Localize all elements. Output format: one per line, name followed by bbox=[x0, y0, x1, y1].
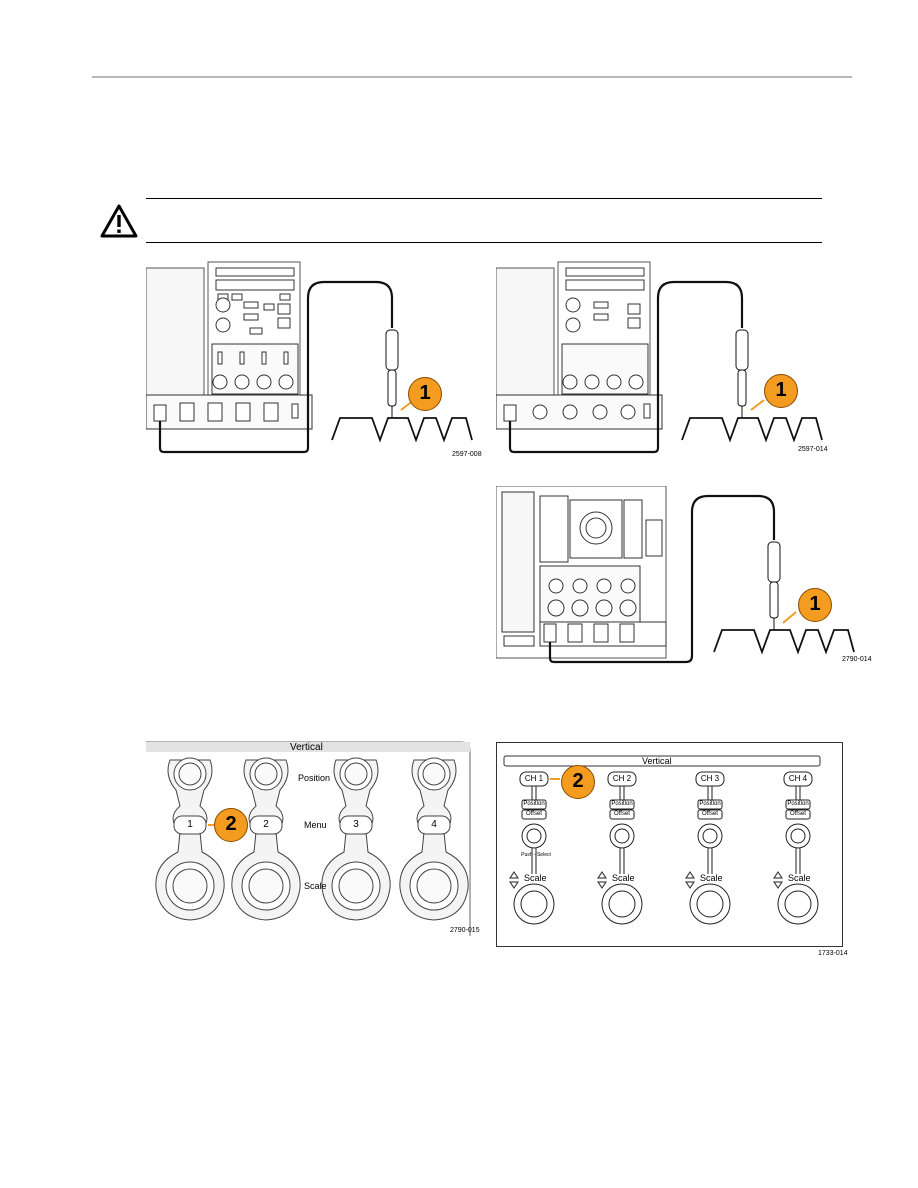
callout-2-left: 2 bbox=[214, 808, 248, 842]
callout-1-right: 1 bbox=[764, 374, 798, 408]
ch1-button[interactable]: CH 1 bbox=[524, 774, 544, 783]
channel-button-4[interactable]: 4 bbox=[431, 819, 437, 830]
vertical-title-left: Vertical bbox=[290, 742, 323, 753]
warning-top-rule bbox=[146, 198, 822, 199]
channel-button-1[interactable]: 1 bbox=[187, 819, 193, 830]
position-label-ch3: Position bbox=[699, 801, 721, 807]
channel-button-3[interactable]: 3 bbox=[353, 819, 359, 830]
warning-bottom-rule bbox=[146, 242, 822, 243]
vertical-title-right: Vertical bbox=[642, 756, 672, 766]
vertical-panel-left: Vertical Position Menu Scale 1 2 3 4 bbox=[146, 740, 472, 938]
offset-label-ch1: Offset bbox=[526, 811, 542, 817]
scale-label-left: Scale bbox=[304, 881, 327, 891]
position-label-ch1: Position bbox=[523, 801, 545, 807]
figure-code-right: 2597-014 bbox=[798, 446, 828, 453]
offset-label-ch3: Offset bbox=[702, 811, 718, 817]
figure-code-vertical-right: 1733-014 bbox=[818, 950, 848, 957]
callout-1-left: 1 bbox=[408, 377, 442, 411]
callout-1-mid: 1 bbox=[798, 588, 832, 622]
probe-connection-figure-right bbox=[496, 261, 823, 454]
menu-label-left: Menu bbox=[304, 820, 327, 830]
position-label-ch4: Position bbox=[787, 801, 809, 807]
warning-icon bbox=[100, 204, 138, 238]
offset-label-ch4: Offset bbox=[790, 811, 806, 817]
scale-label-ch4: Scale bbox=[788, 873, 811, 883]
header-rule bbox=[92, 76, 852, 78]
vertical-panel-right: Vertical CH 1 CH 2 CH 3 CH 4 Position Po… bbox=[496, 742, 844, 950]
callout-2-right: 2 bbox=[561, 765, 595, 799]
scale-label-ch3: Scale bbox=[700, 873, 723, 883]
channel-button-2[interactable]: 2 bbox=[263, 819, 269, 830]
ch2-button[interactable]: CH 2 bbox=[612, 774, 632, 783]
push-select-label: Push - Select bbox=[521, 852, 551, 858]
figure-code-mid: 2790-014 bbox=[842, 656, 872, 663]
position-label-left: Position bbox=[298, 773, 331, 783]
ch3-button[interactable]: CH 3 bbox=[700, 774, 720, 783]
probe-connection-figure-left bbox=[146, 258, 473, 454]
scale-label-ch1: Scale bbox=[524, 873, 547, 883]
probe-connection-figure-mid bbox=[496, 486, 855, 664]
scale-label-ch2: Scale bbox=[612, 873, 635, 883]
offset-label-ch2: Offset bbox=[614, 811, 630, 817]
figure-code-left: 2597-008 bbox=[452, 451, 482, 458]
ch4-button[interactable]: CH 4 bbox=[788, 774, 808, 783]
position-label-ch2: Position bbox=[611, 801, 633, 807]
figure-code-vertical-left: 2790-015 bbox=[450, 927, 480, 934]
